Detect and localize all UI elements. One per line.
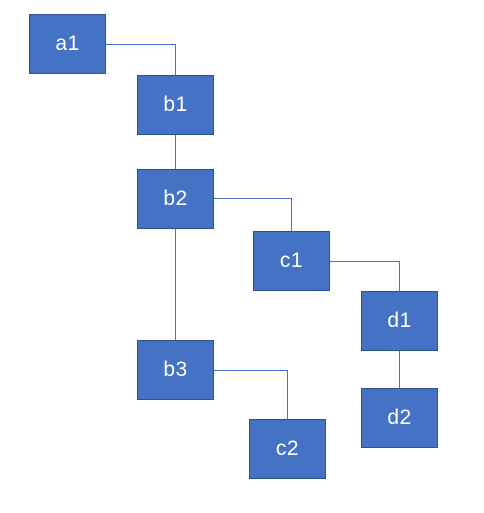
connector-b3-c2-drop [287,370,288,420]
connector-b2-c1-drop [291,198,292,231]
node-d1: d1 [361,291,438,351]
node-c1: c1 [253,231,330,291]
connector-b3-c2 [213,370,287,371]
connector-a1-b1 [106,44,175,45]
node-b1: b1 [137,75,214,135]
node-b3: b3 [137,340,214,400]
connector-a1-b1-drop [175,44,176,76]
node-c2: c2 [249,419,326,479]
node-d2: d2 [361,388,438,448]
connector-b2-b3 [175,229,176,341]
connector-c1-d1 [330,261,399,262]
node-a1: a1 [29,14,106,74]
connector-b1-b2 [175,135,176,170]
node-b2: b2 [137,169,214,229]
connector-b2-c1 [213,198,291,199]
connector-c1-d1-drop [399,261,400,292]
connector-d1-d2 [399,351,400,389]
